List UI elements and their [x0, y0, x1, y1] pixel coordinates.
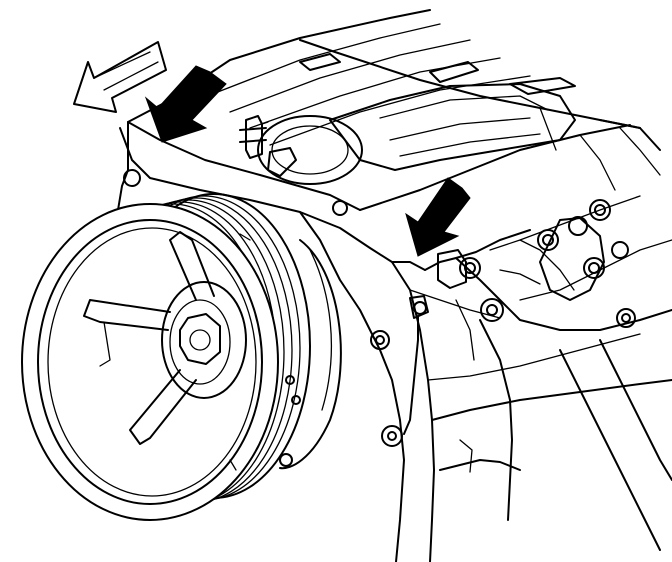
bolt-boss	[279, 453, 293, 467]
bolt-boss	[588, 262, 600, 274]
center-bolt	[179, 313, 221, 365]
front-cover	[117, 121, 672, 562]
bolt-boss	[589, 199, 611, 221]
top-stud	[239, 115, 297, 177]
bolt-boss	[459, 257, 481, 279]
bolt-boss	[375, 335, 385, 345]
callout-arrow-left	[144, 65, 227, 143]
cylinder-head	[127, 9, 661, 211]
bolt-boss	[616, 308, 636, 328]
bolt-boss	[583, 257, 605, 279]
bolt-boss	[621, 313, 631, 323]
bolt-boss	[537, 229, 559, 251]
sensor-bracket	[381, 249, 475, 447]
direction-arrow-outline	[73, 41, 167, 113]
bolt-boss	[486, 304, 498, 316]
bolt-boss	[332, 200, 348, 216]
bolt-boss	[291, 395, 301, 405]
bolt-boss	[568, 216, 588, 236]
bolt-boss	[611, 241, 629, 259]
bolt-boss	[370, 330, 390, 350]
bolt-boss	[480, 298, 504, 322]
callout-arrow-right	[405, 177, 471, 257]
crankshaft-pulley	[21, 193, 342, 521]
bolt-boss	[123, 169, 141, 187]
bolt-boss	[594, 204, 606, 216]
bolt-bosses	[123, 169, 636, 467]
